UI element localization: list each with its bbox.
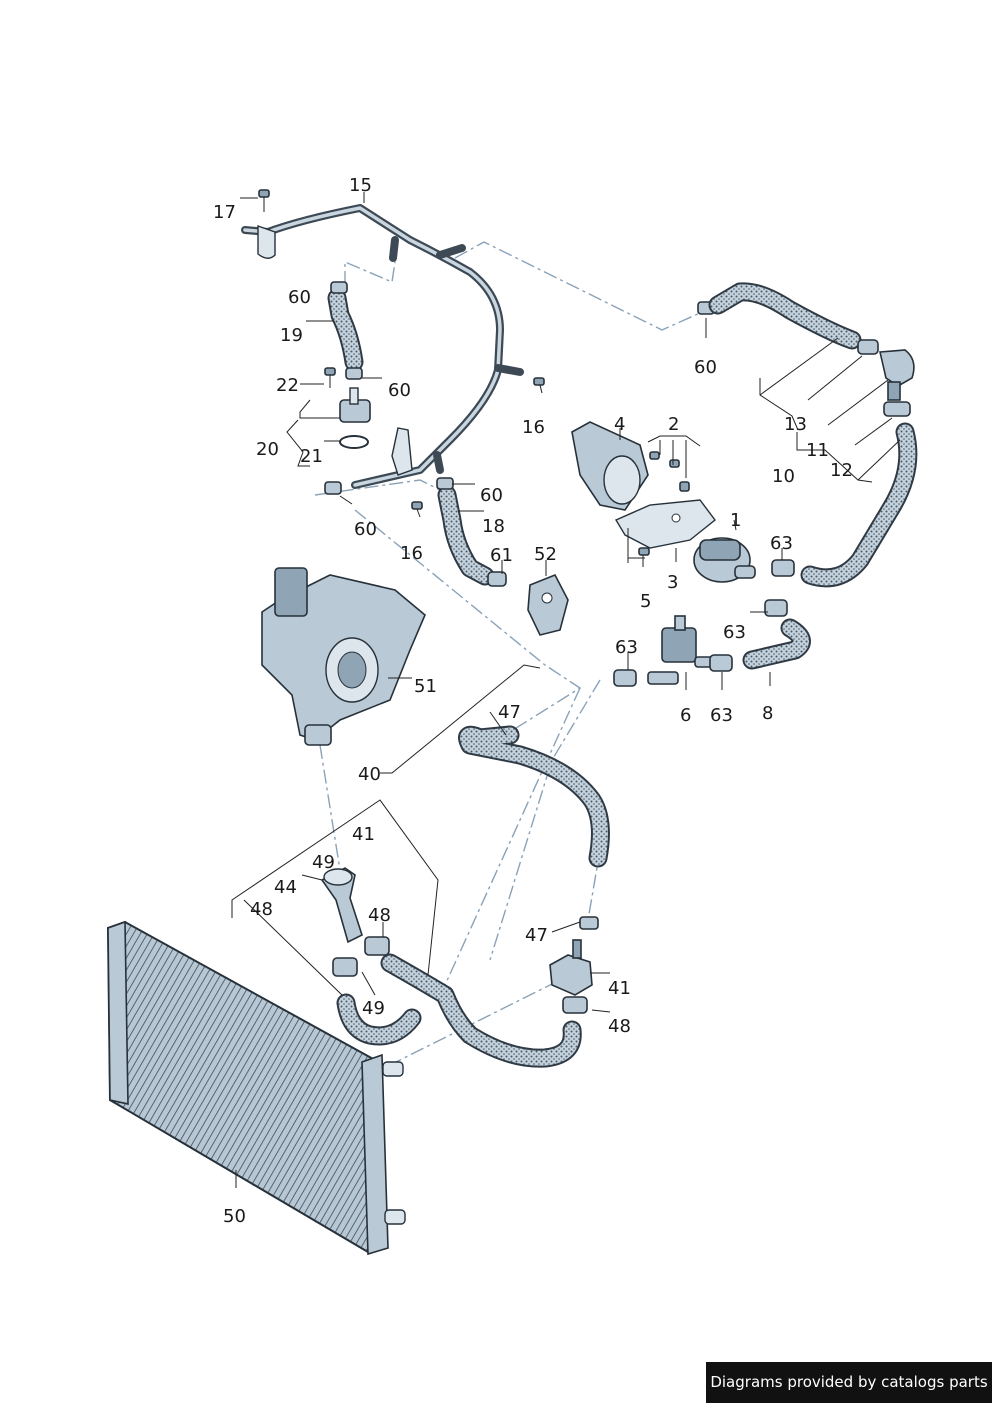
- label-18: 18: [482, 516, 505, 537]
- label-60-e: 60: [694, 357, 717, 378]
- label-44: 44: [274, 877, 297, 898]
- label-15: 15: [349, 175, 372, 196]
- position-labels: 15 17 60 19 22 60 16 20 21 60 18 60 16 6…: [213, 175, 853, 1227]
- radiator-50: [106, 920, 406, 1256]
- label-63-b: 63: [723, 622, 746, 643]
- label-22: 22: [276, 375, 299, 396]
- label-2: 2: [668, 414, 679, 435]
- valve-6: [647, 615, 724, 685]
- label-12: 12: [830, 460, 853, 481]
- label-4: 4: [614, 414, 625, 435]
- label-50: 50: [223, 1206, 246, 1227]
- label-8: 8: [762, 703, 773, 724]
- label-48-b: 48: [368, 905, 391, 926]
- coolant-pipe-15: [241, 204, 524, 489]
- label-60-c: 60: [480, 485, 503, 506]
- auxiliary-pump-1: [693, 537, 756, 583]
- label-63-d: 63: [710, 705, 733, 726]
- label-48-a: 48: [250, 899, 273, 920]
- hose-47: [458, 725, 610, 868]
- label-5: 5: [640, 591, 651, 612]
- label-3: 3: [667, 572, 678, 593]
- footer-credit: Diagrams provided by catalogs parts: [706, 1362, 992, 1403]
- connector-11-13: [857, 339, 915, 417]
- pipe-44: [320, 867, 390, 977]
- label-13: 13: [784, 414, 807, 435]
- bolts: [258, 189, 690, 567]
- label-41-b: 41: [608, 978, 631, 999]
- label-19: 19: [280, 325, 303, 346]
- hose-10: [708, 282, 918, 588]
- hose-clamps-60: [324, 281, 715, 495]
- lower-hoses: [336, 953, 582, 1068]
- hose-clamps-63: [487, 559, 795, 687]
- label-40: 40: [358, 764, 381, 785]
- hose-18: [437, 485, 495, 586]
- label-63-a: 63: [770, 533, 793, 554]
- label-47-a: 47: [498, 702, 521, 723]
- label-47-b: 47: [525, 925, 548, 946]
- label-52: 52: [534, 544, 557, 565]
- coolant-pump-housing-51: [261, 567, 426, 746]
- housing-4: [571, 421, 649, 511]
- label-51: 51: [414, 676, 437, 697]
- label-48-c: 48: [608, 1016, 631, 1037]
- label-17: 17: [213, 202, 236, 223]
- label-60-a: 60: [288, 287, 311, 308]
- label-63-c: 63: [615, 637, 638, 658]
- label-41-a: 41: [352, 824, 375, 845]
- label-21: 21: [300, 446, 323, 467]
- leader-lines: [231, 192, 901, 1188]
- label-60-b: 60: [388, 380, 411, 401]
- hose-8: [742, 618, 811, 670]
- label-61: 61: [490, 545, 513, 566]
- label-49-a: 49: [312, 852, 335, 873]
- label-16-b: 16: [400, 543, 423, 564]
- label-10: 10: [772, 466, 795, 487]
- coolant-flange-20: [339, 387, 371, 449]
- label-11: 11: [806, 440, 829, 461]
- connector-41: [549, 916, 599, 1014]
- hose-19: [327, 288, 364, 372]
- label-20: 20: [256, 439, 279, 460]
- label-60-d: 60: [354, 519, 377, 540]
- label-1: 1: [730, 510, 741, 531]
- label-6: 6: [680, 705, 691, 726]
- bracket-3: [614, 499, 716, 549]
- label-49-b: 49: [362, 998, 385, 1019]
- label-16-a: 16: [522, 417, 545, 438]
- sensor-52: [527, 573, 569, 636]
